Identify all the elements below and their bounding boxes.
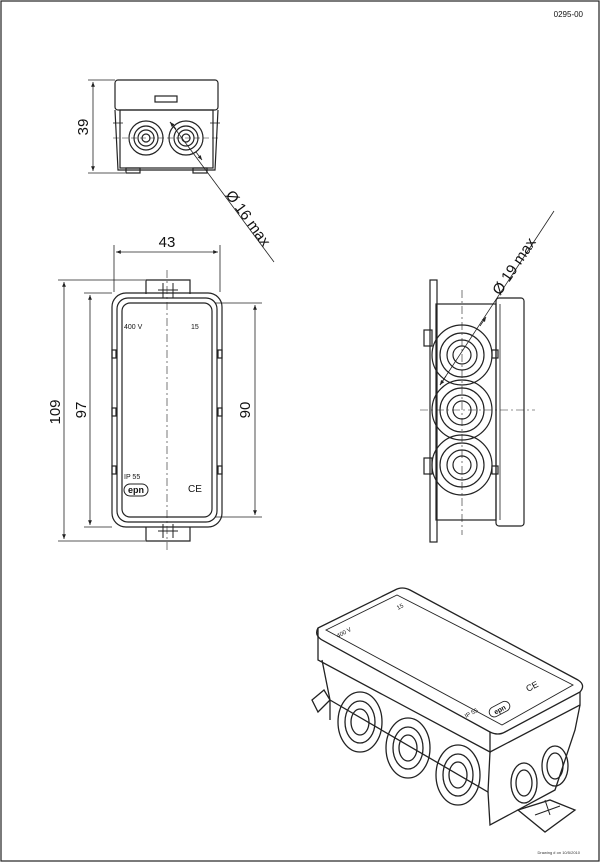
lid-ip-label: IP 55 <box>124 474 140 481</box>
iso-ce-mark: CE <box>524 679 540 694</box>
iso-temp-label: 15 <box>396 603 405 612</box>
dim-label-97: 97 <box>73 402 90 419</box>
dim-label-109: 109 <box>47 399 64 424</box>
iso-voltage-label: 400 V <box>336 627 353 640</box>
lid-temp-label: 15 <box>191 324 199 331</box>
drawing-number: 0295-00 <box>554 10 584 19</box>
dim-label-16: Ø 16 max <box>222 187 274 250</box>
dim-length-109 <box>58 279 145 542</box>
iso-epn-logo: epn <box>488 700 511 718</box>
dim-label-90: 90 <box>237 402 254 419</box>
dim-label-43: 43 <box>159 234 176 251</box>
footer-note: Drawing # on 10/5/2010 <box>538 850 581 855</box>
iso-ip-label: IP 55 <box>464 708 480 720</box>
dim-diameter-16 <box>169 121 275 263</box>
front-lid-view <box>111 270 223 550</box>
dim-width-43 <box>113 245 221 292</box>
side-entry-view <box>420 279 535 543</box>
dim-length-97 <box>84 292 112 528</box>
lid-voltage-label: 400 V <box>124 324 143 331</box>
dim-label-19: Ø 19 max <box>489 234 540 298</box>
dim-length-90 <box>215 302 262 518</box>
lid-epn-logo: epn <box>123 483 149 497</box>
dim-height-39 <box>88 79 125 174</box>
dim-label-39: 39 <box>75 119 92 136</box>
dim-diameter-19 <box>439 210 555 386</box>
lid-epn-text: epn <box>128 485 144 495</box>
isometric-view <box>311 587 584 833</box>
top-end-view <box>113 79 220 174</box>
lid-ce-mark: CE <box>188 484 202 495</box>
